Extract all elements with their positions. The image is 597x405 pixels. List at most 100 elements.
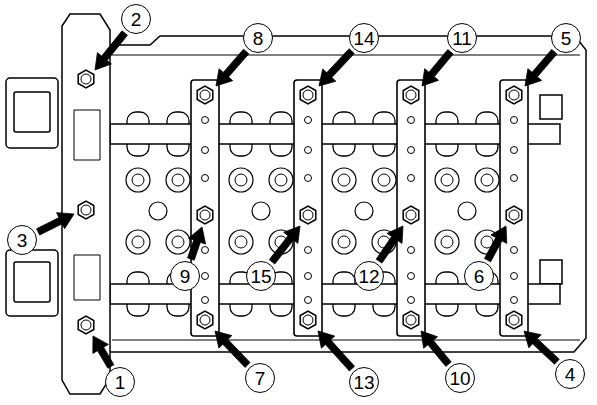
cap-hole (305, 297, 312, 304)
valve-spring (229, 230, 253, 254)
leader-arrow (269, 226, 300, 264)
bolt-head (78, 70, 94, 88)
valve-spring (166, 168, 190, 192)
bolt-head (403, 311, 419, 329)
valve-spring (126, 230, 150, 254)
bolt-washer (303, 210, 313, 220)
bolt-head (197, 86, 213, 104)
bolt-washer (406, 210, 416, 220)
cap-hole (202, 117, 209, 124)
callout-number: 2 (121, 4, 151, 34)
valve-retainer (441, 236, 453, 248)
cap-hole (511, 147, 518, 154)
bolt-washer (509, 315, 519, 325)
plug-well (355, 202, 373, 220)
vvt-actuator (6, 78, 58, 148)
bolt-head (300, 206, 316, 224)
cap-hole (408, 297, 415, 304)
bolt-washer (406, 315, 416, 325)
side-block (540, 95, 562, 119)
leader-arrow (188, 227, 206, 260)
bolt-head (403, 206, 419, 224)
callout-number: 6 (464, 261, 494, 291)
callout-number: 8 (243, 23, 273, 53)
bolt-head (403, 86, 419, 104)
cap-hole (305, 247, 312, 254)
valve-retainer (481, 174, 493, 186)
cap-hole (202, 297, 209, 304)
callout-number: 15 (246, 261, 276, 291)
bolt-washer (303, 315, 313, 325)
cap-hole (511, 247, 518, 254)
bolt-head (506, 311, 522, 329)
leader-arrow (376, 226, 403, 263)
valve-spring (435, 168, 459, 192)
callout-number: 13 (349, 367, 379, 397)
valve-spring (475, 168, 499, 192)
cap-hole (408, 247, 415, 254)
bolt-head (197, 311, 213, 329)
cap-hole (511, 297, 518, 304)
valve-spring (229, 168, 253, 192)
callout-number: 5 (551, 23, 581, 53)
bearing-cap (397, 80, 425, 336)
cap-hole (305, 273, 312, 280)
cap-hole (511, 175, 518, 182)
bolt-washer (81, 74, 91, 84)
cap-hole (408, 147, 415, 154)
bolt-washer (81, 320, 91, 330)
cap-hole (202, 247, 209, 254)
leader-arrow (215, 331, 250, 367)
leader-arrow (524, 331, 559, 364)
leader-arrow (421, 331, 451, 366)
plug-well (149, 202, 167, 220)
leader-arrow (319, 49, 354, 86)
plug-well (458, 202, 476, 220)
cap-hole (305, 175, 312, 182)
camshaft (110, 124, 560, 144)
bolt-washer (200, 210, 210, 220)
side-block (540, 260, 562, 284)
valve-retainer (275, 174, 287, 186)
callout-number: 4 (555, 359, 585, 389)
cap-hole (305, 147, 312, 154)
valve-retainer (132, 174, 144, 186)
leader-arrow (216, 49, 249, 86)
leader-arrow (37, 213, 74, 235)
bolt-washer (200, 315, 210, 325)
valve-retainer (441, 174, 453, 186)
vvt-actuator (6, 250, 58, 316)
bolt-head (300, 311, 316, 329)
bolt-head (78, 316, 94, 334)
callout-number: 9 (170, 261, 200, 291)
cap-hole (202, 147, 209, 154)
bolt-washer (303, 90, 313, 100)
cap-hole (511, 273, 518, 280)
bearing-cap (500, 80, 528, 336)
leader-arrow (318, 331, 355, 371)
callout-number: 12 (354, 261, 384, 291)
cap-hole (408, 273, 415, 280)
cap-hole (305, 117, 312, 124)
plug-well (252, 202, 270, 220)
valve-retainer (338, 236, 350, 248)
housing-detail (74, 110, 100, 300)
valve-spring (332, 230, 356, 254)
valve-retainer (172, 236, 184, 248)
bearing-cap (294, 80, 322, 336)
vvt-actuator-detail (14, 92, 50, 132)
leader-arrow (484, 226, 506, 262)
valve-retainer (378, 174, 390, 186)
cap-hole (511, 117, 518, 124)
bolt-head (506, 86, 522, 104)
cap-hole (408, 175, 415, 182)
valve-retainer (172, 174, 184, 186)
front-cam-housing (62, 14, 110, 394)
bolt-washer (509, 210, 519, 220)
valve-spring (126, 168, 150, 192)
valve-spring (269, 168, 293, 192)
leader-arrow (95, 31, 127, 70)
callout-number: 11 (447, 23, 477, 53)
